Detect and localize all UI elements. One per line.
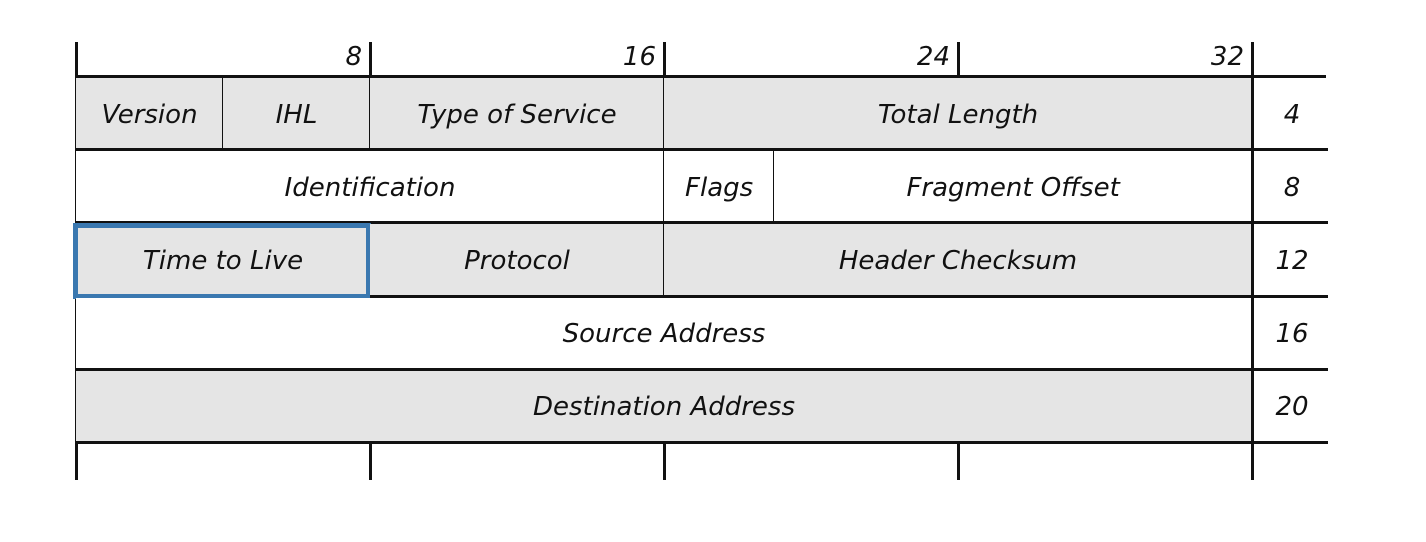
field-label: Source Address [562,319,766,350]
field-label: Fragment Offset [906,172,1120,203]
field-type-of-service [370,78,666,152]
field-label: Time to Live [142,246,304,276]
field-label: Type of Service [417,99,617,130]
table-top-border [76,75,1326,78]
field-label: Header Checksum [838,246,1078,276]
bit-marker-label: 32 [1210,42,1244,72]
row-offset-cell [1253,224,1328,298]
bit-tick-bottom [663,442,666,480]
row-offset-cell [1253,298,1328,371]
field-fragment-offset [774,151,1254,225]
field-label: Version [101,99,198,130]
field-total-length [664,78,1254,152]
row-offset-cell [1253,371,1328,444]
field-identification [76,151,666,225]
row-offset-label: 12 [1275,246,1309,276]
bit-tick-top [957,42,960,76]
row-offset-label: 16 [1275,319,1309,350]
field-destination-address [76,370,1254,444]
field-header-checksum [664,224,1254,298]
field-label: Identification [284,172,456,203]
bit-tick-top [663,42,666,76]
field-label: IHL [275,99,318,130]
field-label: Flags [685,172,754,203]
bit-marker-label: 8 [345,42,362,72]
bit-marker-label: 16 [622,42,656,72]
field-label: Destination Address [532,392,796,423]
row-offset-cell [1253,151,1328,225]
field-protocol [370,224,666,298]
row-offset-cell [1253,78,1328,152]
field-ihl [223,78,372,152]
table-right-border [1251,42,1254,480]
field-label: Protocol [464,246,570,276]
bit-tick-top [369,42,372,76]
field-label: Total Length [877,99,1039,130]
row-offset-label: 4 [1283,99,1301,130]
bit-marker-label: 24 [916,42,950,72]
bit-tick-bottom [957,442,960,480]
row-offset-label: 20 [1275,392,1309,423]
bit-tick-bottom [369,442,372,480]
field-source-address [76,297,1254,371]
row-offset-label: 8 [1283,172,1301,203]
